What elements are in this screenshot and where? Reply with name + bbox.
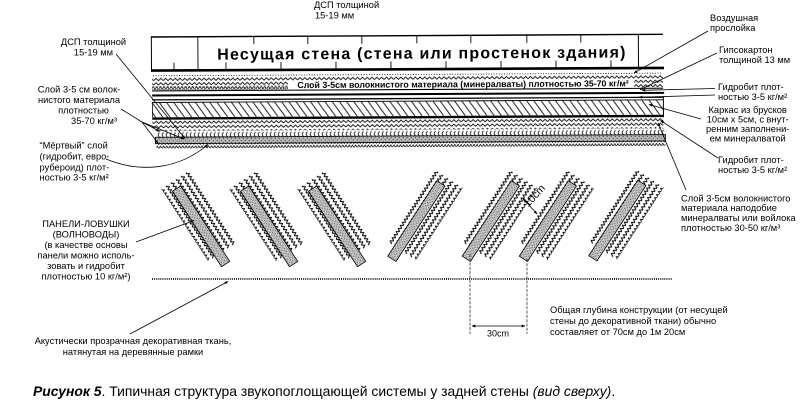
svg-text:Слой 3-5см волокнистого матери: Слой 3-5см волокнистого материала (минер… xyxy=(297,78,629,90)
svg-text:Воздушная: Воздушная xyxy=(710,13,758,23)
svg-text:Гидробит плот-: Гидробит плот- xyxy=(718,155,784,165)
svg-text:10см х 5см, с внут-: 10см х 5см, с внут- xyxy=(707,114,789,124)
svg-text:минералваты или войлока: минералваты или войлока xyxy=(681,213,797,223)
svg-text:“Мёртвый” слой: “Мёртвый” слой xyxy=(40,141,108,151)
svg-text:ДСП толщиной: ДСП толщиной xyxy=(61,37,126,47)
svg-text:нистого материала: нистого материала xyxy=(38,95,121,105)
svg-text:стены до декоративной ткани) о: стены до декоративной ткани) обычно xyxy=(550,316,716,326)
svg-text:35-70 кг/м³: 35-70 кг/м³ xyxy=(71,116,117,126)
svg-text:натянутая на деревянные рамки: натянутая на деревянные рамки xyxy=(63,347,204,357)
svg-text:толщиной 13 мм: толщиной 13 мм xyxy=(719,55,790,65)
svg-text:прослойка: прослойка xyxy=(710,23,756,33)
svg-text:(ВОЛНОВОДЫ): (ВОЛНОВОДЫ) xyxy=(53,230,120,240)
svg-text:плотностью 10 кг/м²): плотностью 10 кг/м²) xyxy=(42,272,131,282)
svg-text:Слой 3-5 см волок-: Слой 3-5 см волок- xyxy=(38,84,121,94)
svg-text:Рисунок 5. Типичная структура: Рисунок 5. Типичная структура звукопогло… xyxy=(33,383,615,399)
svg-text:ем минералватой: ем минералватой xyxy=(710,134,786,144)
svg-text:ностью 3-5 кг/м²: ностью 3-5 кг/м² xyxy=(718,92,787,102)
svg-text:ДСП толщиной: ДСП толщиной xyxy=(314,0,379,10)
svg-text:панели можно исполь-: панели можно исполь- xyxy=(37,251,134,261)
svg-text:ностью 3-5 кг/м²: ностью 3-5 кг/м² xyxy=(40,173,109,183)
svg-text:Гипсокартон: Гипсокартон xyxy=(719,45,773,55)
svg-text:ренним заполнени-: ренним заполнени- xyxy=(706,124,789,134)
svg-text:плотностью: плотностью xyxy=(58,106,109,116)
svg-text:Акустически прозрачная декорат: Акустически прозрачная декоративная ткан… xyxy=(35,336,232,346)
svg-text:Гидробит плот-: Гидробит плот- xyxy=(718,82,784,92)
svg-text:ностью 3-5 кг/м²: ностью 3-5 кг/м² xyxy=(718,165,787,175)
svg-text:15-19 мм: 15-19 мм xyxy=(315,10,354,20)
svg-text:(в качестве основы: (в качестве основы xyxy=(44,240,127,250)
svg-text:ПАНЕЛИ-ЛОВУШКИ: ПАНЕЛИ-ЛОВУШКИ xyxy=(42,219,129,229)
svg-text:Общая глубина конструкции (от: Общая глубина конструкции (от несущей xyxy=(550,305,728,315)
svg-text:материала наподобие: материала наподобие xyxy=(681,203,777,213)
svg-text:зовать и гидробит: зовать и гидробит xyxy=(47,261,125,271)
svg-text:Слой 3-5см волокнистого: Слой 3-5см волокнистого xyxy=(681,193,790,203)
svg-text:15-19 мм: 15-19 мм xyxy=(74,47,113,57)
svg-text:Несущая стена (стена или прост: Несущая стена (стена или простенок здани… xyxy=(217,45,626,64)
svg-text:Каркас из брусков: Каркас из брусков xyxy=(709,105,787,115)
svg-text:(гидробит, евро-: (гидробит, евро- xyxy=(40,151,110,161)
svg-text:рубероид) плот-: рубероид) плот- xyxy=(40,162,110,172)
svg-text:составляет от 70см до 1м 20см: составляет от 70см до 1м 20см xyxy=(550,327,685,337)
svg-text:плотностью 30-50 кг/м³: плотностью 30-50 кг/м³ xyxy=(681,223,780,233)
svg-text:30cm: 30cm xyxy=(487,328,509,338)
